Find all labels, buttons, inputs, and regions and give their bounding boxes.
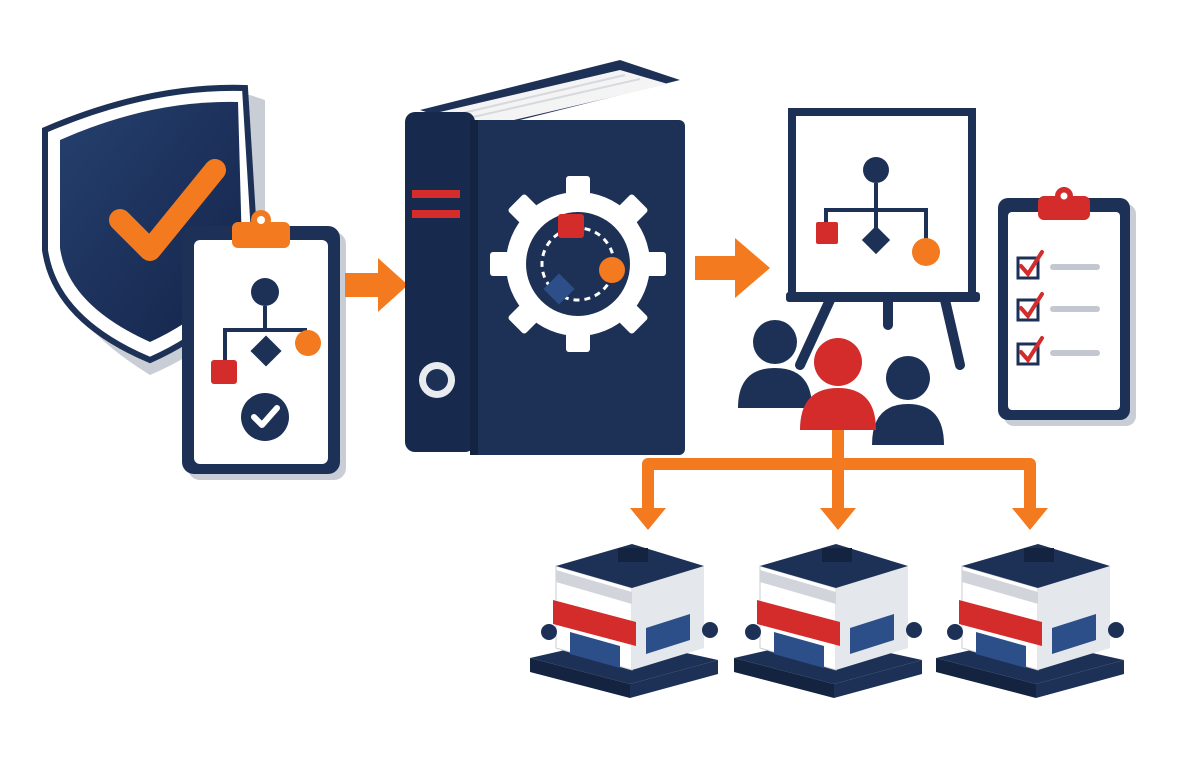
checklist-clipboard-icon xyxy=(998,187,1136,426)
store-building-icon xyxy=(734,544,922,698)
checklist-item xyxy=(1016,250,1100,280)
store-building-icon xyxy=(936,544,1124,698)
person-icon xyxy=(872,356,944,445)
arrow-right-icon xyxy=(345,258,408,312)
checklist-item xyxy=(1016,336,1100,366)
branching-arrows-icon xyxy=(630,430,1048,530)
clipboard-flowchart-icon xyxy=(182,210,346,480)
binder-gear-icon xyxy=(405,60,685,455)
store-building-icon xyxy=(530,544,718,698)
person-icon-highlighted xyxy=(800,338,876,430)
person-icon xyxy=(738,320,812,408)
team-people-icon xyxy=(738,320,944,445)
checklist-item xyxy=(1016,292,1100,322)
presentation-easel-icon xyxy=(786,108,980,370)
arrow-right-icon xyxy=(695,238,770,298)
